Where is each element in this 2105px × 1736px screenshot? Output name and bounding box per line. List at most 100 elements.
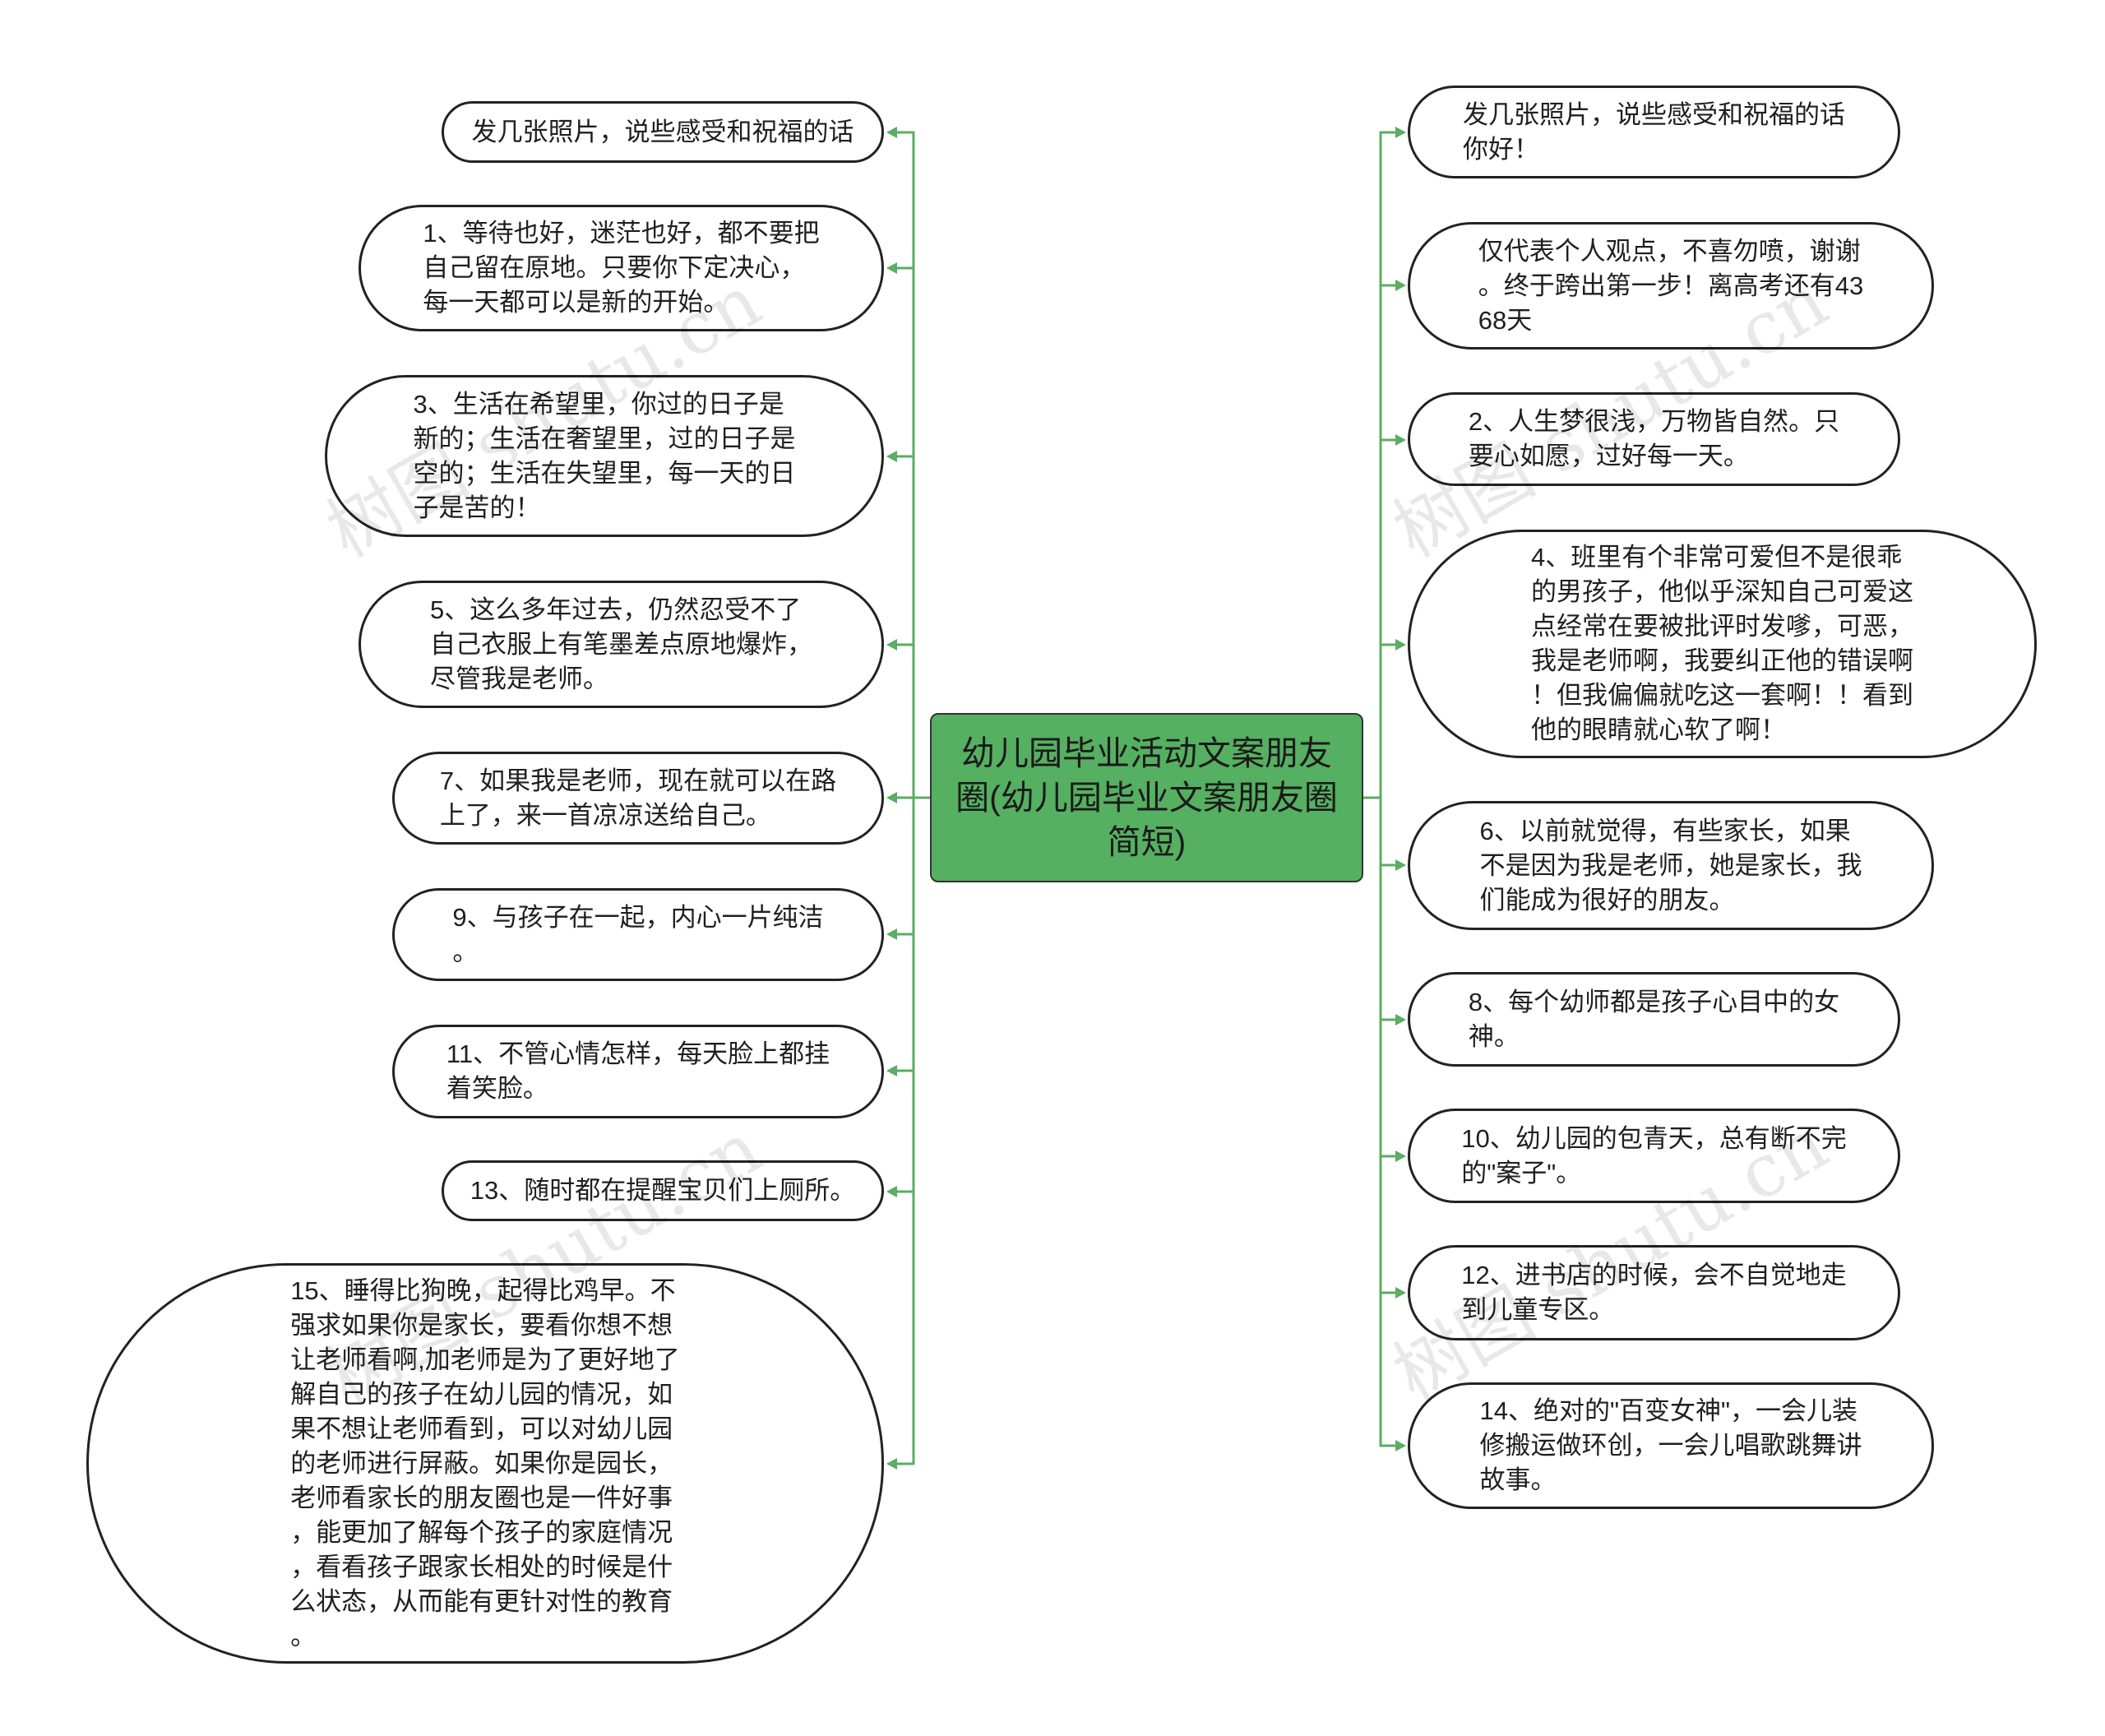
topic-text-line: 自己衣服上有笔墨差点原地爆炸， [430, 629, 812, 659]
topic-text-line: 13、随时都在提醒宝贝们上厕所。 [470, 1176, 856, 1205]
topic-text-line: 10、幼儿园的包青天，总有断不完 [1461, 1123, 1847, 1153]
topic-text-line: 11、不管心情怎样，每天脸上都挂 [446, 1039, 830, 1068]
connector-arrow [1395, 1287, 1406, 1299]
connector-arrow [1395, 1440, 1406, 1451]
connector-arrow [886, 1458, 897, 1470]
topic-text-line: 空的；生活在失望里，每一天的日 [413, 458, 796, 488]
topic-text-line: 尽管我是老师。 [430, 664, 608, 693]
topic-text: 14、绝对的"百变女神"，一会儿装 修搬运做环创，一会儿唱歌跳舞讲 故事。 [1480, 1394, 1862, 1498]
topic-text: 发几张照片，说些感受和祝福的话 你好！ [1463, 98, 1845, 167]
topic-text-line: 修搬运做环创，一会儿唱歌跳舞讲 [1479, 1431, 1862, 1460]
connector-arrow [886, 1065, 897, 1076]
topic-text: 12、进书店的时候，会不自觉地走 到儿童专区。 [1461, 1258, 1846, 1327]
topic-text-line: 着笑脸。 [446, 1074, 548, 1103]
topic-text-line: 的"案子"。 [1461, 1158, 1582, 1187]
topic-text: 13、随时都在提醒宝贝们上厕所。 [470, 1174, 855, 1208]
topic-text-line: 让老师看啊,加老师是为了更好地了 [290, 1345, 680, 1374]
topic-text: 9、与孩子在一起，内心一片纯洁 。 [452, 900, 823, 970]
topic-node-right-9: 14、绝对的"百变女神"，一会儿装 修搬运做环创，一会儿唱歌跳舞讲 故事。 [1408, 1382, 1934, 1509]
connector-arrow [886, 792, 897, 803]
topic-text: 2、人生梦很浅，万物皆自然。只 要心如愿，过好每一天。 [1469, 405, 1839, 474]
central-topic-line: 幼儿园毕业活动文案朋友 [961, 734, 1332, 772]
topic-node-left-7: 11、不管心情怎样，每天脸上都挂 着笑脸。 [392, 1025, 884, 1118]
topic-text-line: 老师看家长的朋友圈也是一件好事 [290, 1483, 673, 1512]
topic-text-line: 子是苦的！ [413, 493, 541, 522]
connector-arrow [886, 451, 897, 462]
topic-node-left-3: 3、生活在希望里，你过的日子是 新的；生活在奢望里，过的日子是 空的；生活在失望… [325, 375, 884, 537]
topic-text-line: 点经常在要被批评时发嗲，可恶， [1531, 612, 1913, 641]
connector-arrow [886, 1186, 897, 1197]
topic-text-line: 2、人生梦很浅，万物皆自然。只 [1468, 407, 1840, 436]
topic-text-line: 4、班里有个非常可爱但不是很乖 [1531, 543, 1903, 572]
topic-node-left-8: 13、随时都在提醒宝贝们上厕所。 [442, 1160, 884, 1221]
topic-node-left-2: 1、等待也好，迷茫也好，都不要把 自己留在原地。只要你下定决心， 每一天都可以是… [359, 205, 884, 331]
topic-text-line: 68天 [1478, 305, 1533, 335]
connector-arrow [886, 262, 897, 274]
connector-arrow [886, 928, 897, 940]
topic-node-left-9: 15、睡得比狗晚，起得比鸡早。不 强求如果你是家长，要看你想不想 让老师看啊,加… [86, 1263, 884, 1664]
topic-text-line: 7、如果我是老师，现在就可以在路 [439, 766, 837, 795]
topic-node-right-5: 6、以前就觉得，有些家长，如果 不是因为我是老师，她是家长，我 们能成为很好的朋… [1408, 801, 1934, 930]
topic-text: 1、等待也好，迷茫也好，都不要把 自己留在原地。只要你下定决心， 每一天都可以是… [423, 216, 819, 320]
topic-text-line: 的男孩子，他似乎深知自己可爱这 [1531, 577, 1913, 606]
topic-node-left-6: 9、与孩子在一起，内心一片纯洁 。 [392, 888, 884, 981]
central-topic-line: 圈(幼儿园毕业文案朋友圈 [955, 779, 1338, 817]
topic-text-line: 他的眼睛就心软了啊！ [1531, 715, 1786, 744]
topic-text-line: 。终于跨出第一步！离高考还有43 [1478, 271, 1864, 300]
topic-text-line: 果不想让老师看到，可以对幼儿园 [290, 1414, 673, 1443]
topic-node-left-4: 5、这么多年过去，仍然忍受不了 自己衣服上有笔墨差点原地爆炸， 尽管我是老师。 [359, 581, 884, 708]
topic-text-line: 么状态，从而能有更针对性的教育 [290, 1586, 673, 1616]
topic-node-right-4: 4、班里有个非常可爱但不是很乖 的男孩子，他似乎深知自己可爱这 点经常在要被批评… [1408, 530, 2037, 758]
topic-text-line: 不是因为我是老师，她是家长，我 [1479, 850, 1862, 880]
topic-text-line: 1、等待也好，迷茫也好，都不要把 [423, 219, 820, 248]
topic-text-line: 发几张照片，说些感受和祝福的话 [1463, 100, 1845, 129]
connector-arrow [1395, 1014, 1406, 1025]
topic-text-line: 每一天都可以是新的开始。 [423, 288, 729, 317]
topic-text: 11、不管心情怎样，每天脸上都挂 着笑脸。 [446, 1037, 830, 1106]
topic-node-left-5: 7、如果我是老师，现在就可以在路 上了，来一首凉凉送给自己。 [392, 752, 884, 845]
topic-text: 6、以前就觉得，有些家长，如果 不是因为我是老师，她是家长，我 们能成为很好的朋… [1480, 814, 1862, 918]
connector-arrow [886, 639, 897, 650]
topic-text: 4、班里有个非常可爱但不是很乖 的男孩子，他似乎深知自己可爱这 点经常在要被批评… [1531, 540, 1913, 748]
topic-text-line: 解自己的孩子在幼儿园的情况，如 [290, 1379, 673, 1409]
topic-node-right-8: 12、进书店的时候，会不自觉地走 到儿童专区。 [1408, 1245, 1900, 1340]
topic-text: 3、生活在希望里，你过的日子是 新的；生活在奢望里，过的日子是 空的；生活在失望… [414, 387, 796, 525]
connector-arrow [1395, 280, 1406, 291]
topic-node-right-7: 10、幼儿园的包青天，总有断不完 的"案子"。 [1408, 1109, 1900, 1203]
topic-text: 5、这么多年过去，仍然忍受不了 自己衣服上有笔墨差点原地爆炸， 尽管我是老师。 [430, 593, 812, 697]
central-topic: 幼儿园毕业活动文案朋友 圈(幼儿园毕业文案朋友圈 简短) [930, 713, 1363, 882]
central-topic-line: 简短) [1107, 823, 1187, 861]
connector-arrow [886, 127, 897, 138]
topic-text-line: ！但我偏偏就吃这一套啊！！看到 [1531, 681, 1913, 710]
topic-text: 15、睡得比狗晚，起得比鸡早。不 强求如果你是家长，要看你想不想 让老师看啊,加… [290, 1274, 680, 1654]
connector-arrow [1395, 859, 1406, 871]
topic-text-line: 6、以前就觉得，有些家长，如果 [1479, 816, 1851, 845]
topic-text-line: 。 [290, 1621, 317, 1650]
topic-text-line: 9、与孩子在一起，内心一片纯洁 [452, 902, 824, 932]
topic-node-right-2: 仅代表个人观点，不喜勿喷，谢谢 。终于跨出第一步！离高考还有43 68天 [1408, 222, 1934, 350]
connector-arrow [1395, 1150, 1406, 1162]
topic-text-line: 你好！ [1463, 134, 1539, 164]
topic-text-line: 强求如果你是家长，要看你想不想 [290, 1310, 673, 1340]
topic-text-line: 的老师进行屏蔽。如果你是园长， [290, 1448, 673, 1478]
topic-text-line: 15、睡得比狗晚，起得比鸡早。不 [290, 1275, 676, 1305]
topic-text-line: 上了，来一首凉凉送给自己。 [439, 800, 771, 830]
topic-text-line: 3、生活在希望里，你过的日子是 [413, 389, 784, 419]
topic-text-line: 们能成为很好的朋友。 [1479, 885, 1735, 914]
topic-text-line: 要心如愿，过好每一天。 [1468, 442, 1749, 470]
topic-text-line: 8、每个幼师都是孩子心目中的女 [1468, 987, 1840, 1016]
connector-arrow [1395, 434, 1406, 446]
topic-text-line: 5、这么多年过去，仍然忍受不了 [430, 595, 802, 624]
topic-text: 发几张照片，说些感受和祝福的话 [472, 115, 854, 150]
topic-text-line: 12、进书店的时候，会不自觉地走 [1461, 1261, 1847, 1289]
topic-text-line: 14、绝对的"百变女神"，一会儿装 [1479, 1396, 1858, 1425]
topic-node-right-6: 8、每个幼师都是孩子心目中的女 神。 [1408, 972, 1900, 1067]
topic-text-line: 仅代表个人观点，不喜勿喷，谢谢 [1478, 236, 1861, 266]
topic-text-line: 发几张照片，说些感受和祝福的话 [471, 117, 854, 146]
topic-text-line: 自己留在原地。只要你下定决心， [423, 253, 806, 282]
topic-text-line: 新的；生活在奢望里，过的日子是 [413, 424, 796, 453]
topic-text-line: 。 [452, 937, 479, 966]
topic-text-line: ，能更加了解每个孩子的家庭情况 [290, 1517, 673, 1547]
connector-arrow [1395, 639, 1406, 650]
